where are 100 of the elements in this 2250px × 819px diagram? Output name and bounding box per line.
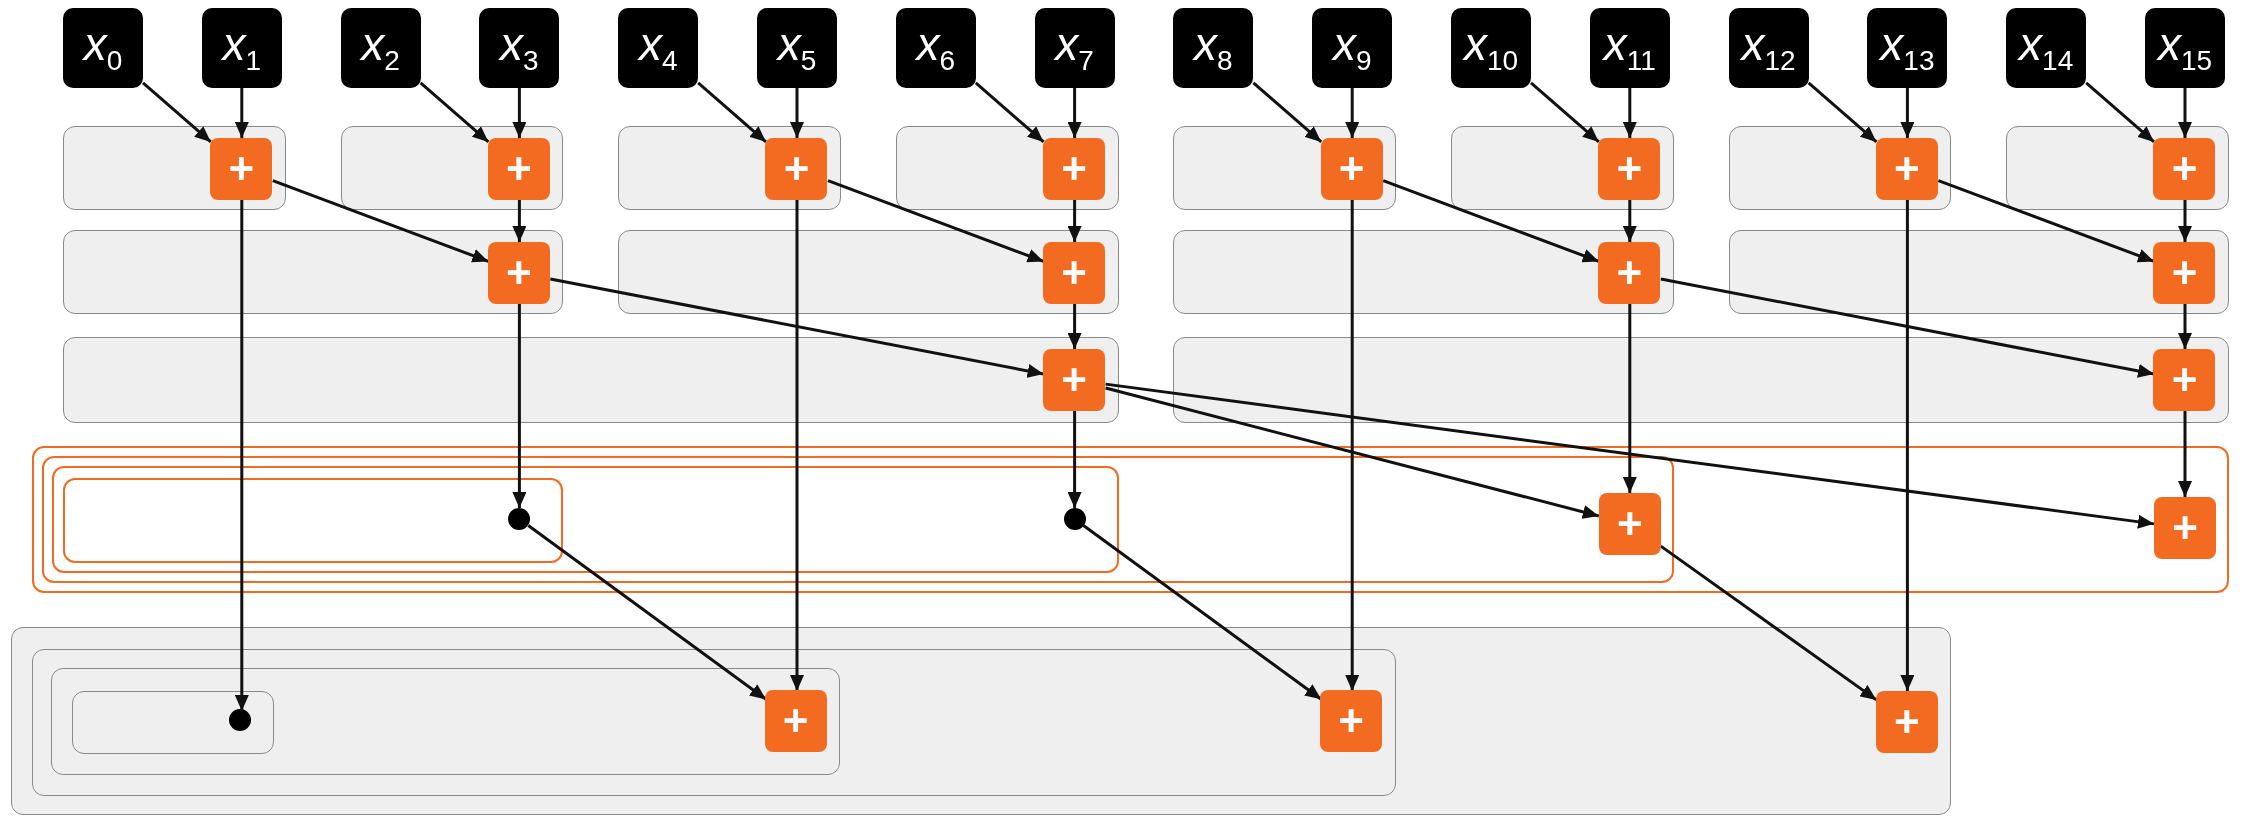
scope-outline	[63, 478, 564, 563]
input-box: x$_{9}$	[1312, 8, 1393, 88]
arrow	[1937, 179, 2155, 263]
input-box: x$_{15}$	[2145, 8, 2225, 88]
arrow	[790, 88, 804, 138]
arrow	[1345, 88, 1360, 138]
adder-box: +	[1598, 137, 1661, 200]
group-band	[1173, 337, 2229, 423]
arrow	[142, 81, 212, 144]
arrow	[1067, 200, 1082, 242]
junction-dot	[228, 709, 251, 731]
adder-box: +	[1320, 137, 1383, 200]
adder-box: +	[1320, 690, 1383, 752]
arrow	[1382, 179, 1600, 263]
group-band	[1173, 230, 1674, 314]
arrow	[1105, 386, 1600, 519]
arrow	[1660, 277, 2155, 378]
arrow	[1067, 411, 1082, 508]
arrow	[827, 179, 1045, 263]
group-band	[11, 627, 1952, 815]
arrow	[2178, 200, 2192, 242]
adder-box: +	[487, 137, 550, 200]
group-band	[63, 337, 1119, 423]
arrow	[1252, 81, 1323, 144]
arrow	[419, 81, 490, 144]
group-band	[340, 126, 564, 210]
group-band	[895, 126, 1119, 210]
input-box: x$_{1}$	[201, 8, 282, 88]
input-box: x$_{13}$	[1867, 8, 1948, 88]
arrow	[550, 277, 1044, 378]
adder-box: +	[764, 689, 827, 752]
input-box: x$_{14}$	[2006, 8, 2087, 88]
arrow	[2178, 88, 2192, 138]
arrow	[2085, 81, 2155, 144]
adder-box: +	[210, 137, 273, 200]
group-band	[1451, 126, 1674, 210]
adder-box: +	[487, 241, 550, 304]
arrow	[1105, 382, 2155, 529]
input-box: x$_{10}$	[1451, 8, 1531, 88]
arrow	[1082, 524, 1323, 701]
junction-dot	[508, 508, 531, 530]
group-band	[618, 230, 1119, 314]
adder-box: +	[1598, 493, 1661, 555]
scope-outline	[52, 466, 1119, 573]
input-box: x$_{7}$	[1034, 8, 1115, 88]
group-band	[63, 230, 564, 314]
adder-box: +	[1598, 241, 1661, 304]
group-band	[63, 126, 286, 210]
input-box: x$_{6}$	[895, 8, 976, 88]
arrow	[1900, 200, 1915, 691]
junction-dot	[1063, 508, 1086, 530]
arrow	[1900, 88, 1915, 138]
arrow	[272, 179, 489, 263]
arrow	[1067, 304, 1082, 349]
adder-box: +	[2153, 348, 2216, 411]
arrow	[234, 88, 249, 138]
arrow	[790, 200, 804, 691]
input-box: x$_{0}$	[63, 8, 143, 88]
adder-box: +	[1875, 690, 1938, 753]
input-box: x$_{12}$	[1728, 8, 1809, 88]
group-band	[618, 126, 841, 210]
arrow	[1530, 81, 1600, 144]
group-band	[31, 648, 1396, 796]
adder-box: +	[2154, 497, 2216, 559]
group-band	[51, 668, 840, 775]
arrow	[1807, 81, 1878, 144]
adder-box: +	[1043, 137, 1106, 200]
group-band	[1728, 230, 2229, 314]
arrow	[1622, 88, 1637, 138]
group-band	[1728, 126, 1952, 210]
arrow	[512, 88, 527, 138]
group-band	[71, 690, 275, 754]
arrow	[234, 200, 249, 711]
arrow	[697, 81, 767, 144]
arrow	[512, 200, 527, 242]
scope-outline	[42, 456, 1674, 583]
group-band	[2006, 126, 2229, 210]
arrow	[1659, 544, 1878, 702]
arrow	[527, 524, 767, 701]
scope-outline	[32, 446, 2229, 593]
arrow	[974, 81, 1045, 144]
arrow	[1067, 88, 1082, 138]
input-box: x$_{8}$	[1173, 8, 1254, 88]
arrow	[512, 304, 527, 508]
arrow	[1622, 200, 1637, 242]
adder-box: +	[1043, 348, 1106, 411]
arrow	[2178, 411, 2192, 497]
adder-box: +	[765, 137, 828, 200]
adder-box: +	[2153, 137, 2216, 200]
arrow	[1622, 304, 1637, 493]
input-box: x$_{3}$	[479, 8, 560, 88]
adder-box: +	[2153, 241, 2216, 304]
arrow	[1345, 200, 1360, 691]
input-box: x$_{5}$	[757, 8, 837, 88]
input-box: x$_{4}$	[618, 8, 699, 88]
adder-box: +	[1043, 241, 1106, 304]
arrow	[2178, 304, 2192, 349]
group-band	[1173, 126, 1397, 210]
input-box: x$_{2}$	[340, 8, 421, 88]
input-box: x$_{11}$	[1589, 8, 1670, 88]
